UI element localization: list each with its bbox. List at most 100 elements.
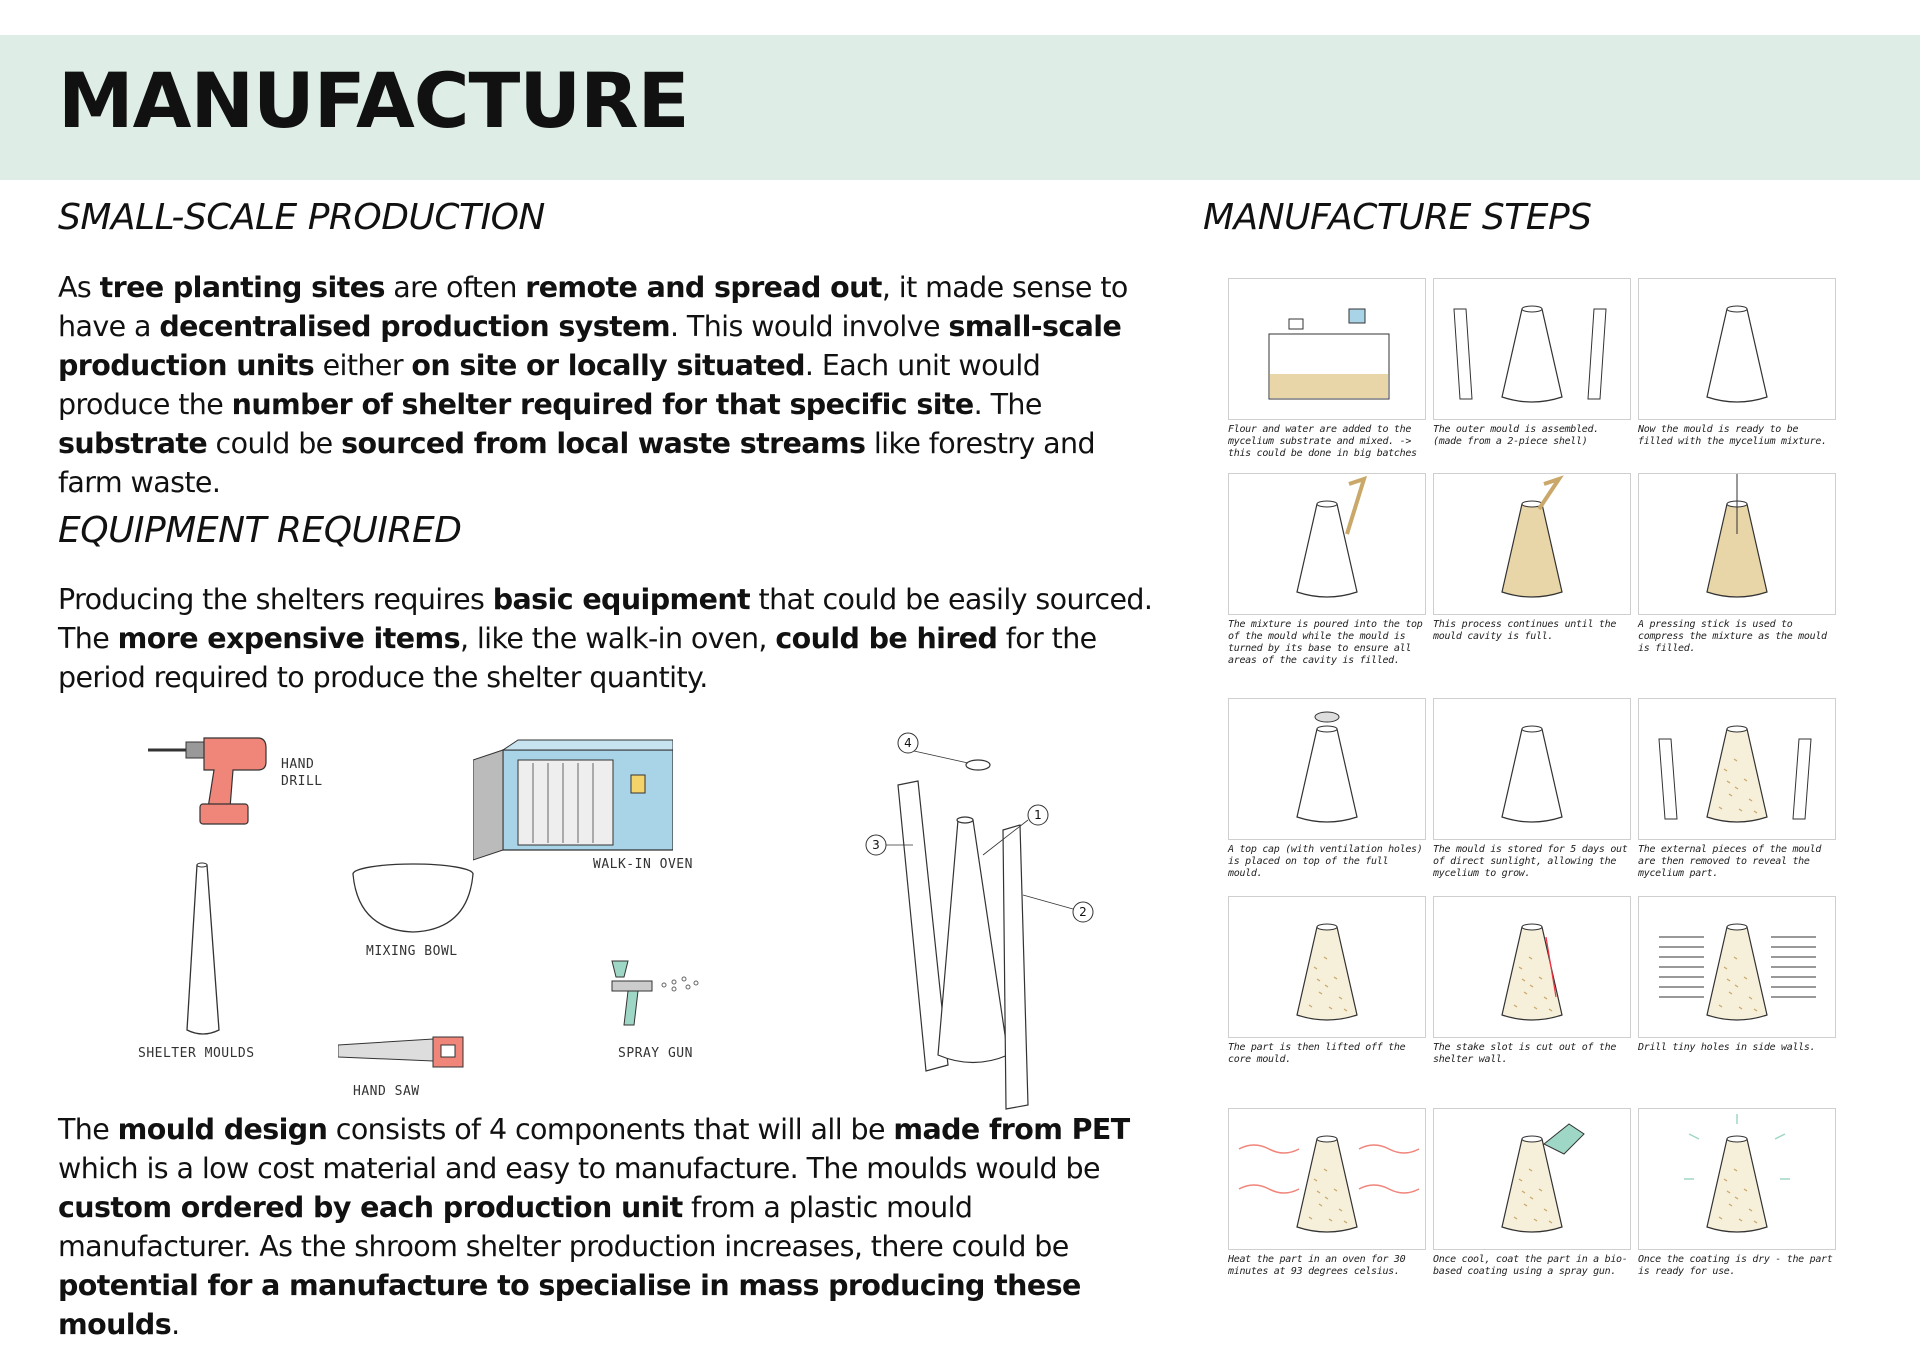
bold-text: could be hired xyxy=(775,622,998,655)
text-run: , it made sense to have a xyxy=(58,271,1128,343)
text-run: . This would involve xyxy=(669,310,949,343)
step-illustration xyxy=(1433,1108,1631,1250)
bold-text: small-scale production units xyxy=(58,310,1122,382)
text-run: . The xyxy=(973,388,1043,421)
step-illustration xyxy=(1433,896,1631,1038)
shelter-mould-illustration xyxy=(186,862,220,1035)
text-run: that could be easily sourced. The xyxy=(58,583,1153,655)
section-title-small-scale-production: SMALL-SCALE PRODUCTION xyxy=(58,197,545,238)
manufacture-step-9: The external pieces of the mould are the… xyxy=(1638,698,1836,880)
step-caption: Now the mould is ready to be filled with… xyxy=(1638,424,1827,447)
text-run: are often xyxy=(384,271,526,304)
bold-text: mould design xyxy=(117,1113,328,1146)
step-caption: The stake slot is cut out of the shelter… xyxy=(1433,1042,1617,1065)
label-hand-saw: HAND SAW xyxy=(353,1084,420,1099)
step-caption: Heat the part in an oven for 30 minutes … xyxy=(1228,1254,1406,1277)
text-run: , like the walk-in oven, xyxy=(459,622,776,655)
step-illustration xyxy=(1228,896,1426,1038)
text-run: either xyxy=(314,349,412,382)
text-run: could be xyxy=(207,427,342,460)
manufacture-step-10: The part is then lifted off the core mou… xyxy=(1228,896,1426,1066)
manufacture-step-8: The mould is stored for 5 days out of di… xyxy=(1433,698,1631,880)
bold-text: tree planting sites xyxy=(99,271,386,304)
step-caption: This process continues until the mould c… xyxy=(1433,619,1617,642)
text-run: . Each unit would produce the xyxy=(58,349,1041,421)
step-caption: Flour and water are added to the myceliu… xyxy=(1228,424,1417,459)
hand-saw-illustration xyxy=(338,1036,464,1068)
step-caption: The mould is stored for 5 days out of di… xyxy=(1433,844,1628,879)
step-illustration xyxy=(1433,473,1631,615)
step-caption: A pressing stick is used to compress the… xyxy=(1638,619,1827,654)
manufacture-step-1: Flour and water are added to the myceliu… xyxy=(1228,278,1426,460)
manufacture-step-5: This process continues until the mould c… xyxy=(1433,473,1631,643)
step-caption: The external pieces of the mould are the… xyxy=(1638,844,1822,879)
step-illustration xyxy=(1228,278,1426,420)
section-title-manufacture-steps: MANUFACTURE STEPS xyxy=(1203,197,1592,238)
step-illustration xyxy=(1433,278,1631,420)
manufacture-step-11: The stake slot is cut out of the shelter… xyxy=(1433,896,1631,1066)
manufacture-steps-grid: Flour and water are added to the myceliu… xyxy=(1228,278,1836,1298)
bold-text: substrate xyxy=(58,427,208,460)
mixing-bowl-illustration xyxy=(352,863,474,933)
page-title: MANUFACTURE xyxy=(58,56,690,145)
bold-text: decentralised production system xyxy=(159,310,670,343)
step-caption: A top cap (with ventilation holes) is pl… xyxy=(1228,844,1423,879)
page-header: MANUFACTURE xyxy=(0,35,1920,180)
mould-callout-3: 3 xyxy=(872,838,880,852)
text-run: As xyxy=(58,271,100,304)
bold-text: number of shelter required for that spec… xyxy=(231,388,975,421)
paragraph-equipment-required: Producing the shelters requires basic eq… xyxy=(58,580,1158,697)
hand-drill-illustration xyxy=(148,737,267,825)
step-illustration xyxy=(1638,698,1836,840)
label-shelter-moulds: SHELTER MOULDS xyxy=(138,1046,255,1061)
spray-gun-illustration xyxy=(611,960,699,1026)
bold-text: remote and spread out xyxy=(525,271,882,304)
walk-in-oven-illustration xyxy=(473,739,673,861)
manufacture-step-12: Drill tiny holes in side walls. xyxy=(1638,896,1836,1054)
bold-text: custom ordered by each production unit xyxy=(58,1191,683,1224)
mould-callout-1: 1 xyxy=(1034,808,1042,822)
step-caption: Once the coating is dry - the part is re… xyxy=(1638,1254,1833,1277)
manufacture-step-6: A pressing stick is used to compress the… xyxy=(1638,473,1836,655)
text-run: like forestry and farm waste. xyxy=(58,427,1096,499)
mould-callout-2: 2 xyxy=(1079,905,1087,919)
text-run: for the period required to produce the s… xyxy=(58,622,1097,694)
text-run: Producing the shelters requires xyxy=(58,583,493,616)
step-illustration xyxy=(1433,698,1631,840)
step-caption: The outer mould is assembled. (made from… xyxy=(1433,424,1599,447)
paragraph-small-scale-production: As tree planting sites are often remote … xyxy=(58,268,1158,502)
bold-text: sourced from local waste streams xyxy=(341,427,866,460)
manufacture-step-3: Now the mould is ready to be filled with… xyxy=(1638,278,1836,448)
text-run: . xyxy=(171,1308,180,1341)
mould-callout-4: 4 xyxy=(904,736,912,750)
step-caption: The part is then lifted off the core mou… xyxy=(1228,1042,1406,1065)
step-illustration xyxy=(1638,278,1836,420)
bold-text: potential for a manufacture to specialis… xyxy=(58,1269,1081,1341)
step-caption: The mixture is poured into the top of th… xyxy=(1228,619,1423,666)
text-run: The xyxy=(58,1113,118,1146)
step-illustration xyxy=(1228,1108,1426,1250)
label-mixing-bowl: MIXING BOWL xyxy=(366,944,458,959)
manufacture-step-13: Heat the part in an oven for 30 minutes … xyxy=(1228,1108,1426,1278)
manufacture-step-15: Once the coating is dry - the part is re… xyxy=(1638,1108,1836,1278)
text-run: consists of 4 components that will all b… xyxy=(327,1113,894,1146)
section-title-equipment-required: EQUIPMENT REQUIRED xyxy=(58,510,462,551)
step-illustration xyxy=(1638,473,1836,615)
manufacture-step-2: The outer mould is assembled. (made from… xyxy=(1433,278,1631,448)
bold-text: made from PET xyxy=(893,1113,1130,1146)
step-caption: Once cool, coat the part in a bio-based … xyxy=(1433,1254,1628,1277)
mould-exploded-diagram: 1 2 3 4 xyxy=(865,732,1094,1110)
step-illustration xyxy=(1638,896,1836,1038)
bold-text: basic equipment xyxy=(492,583,751,616)
label-spray-gun: SPRAY GUN xyxy=(618,1046,693,1061)
bold-text: more expensive items xyxy=(117,622,461,655)
equipment-illustrations: HAND DRILL WALK-IN OVEN MIXING BOWL SHEL… xyxy=(58,710,1158,1110)
manufacture-step-4: The mixture is poured into the top of th… xyxy=(1228,473,1426,667)
step-illustration xyxy=(1638,1108,1836,1250)
bold-text: on site or locally situated xyxy=(411,349,805,382)
label-walk-in-oven: WALK-IN OVEN xyxy=(593,857,693,872)
label-hand-drill: HAND DRILL xyxy=(281,757,323,789)
step-illustration xyxy=(1228,473,1426,615)
text-run: from a plastic mould manufacturer. As th… xyxy=(58,1191,1069,1263)
text-run: which is a low cost material and easy to… xyxy=(58,1152,1101,1185)
